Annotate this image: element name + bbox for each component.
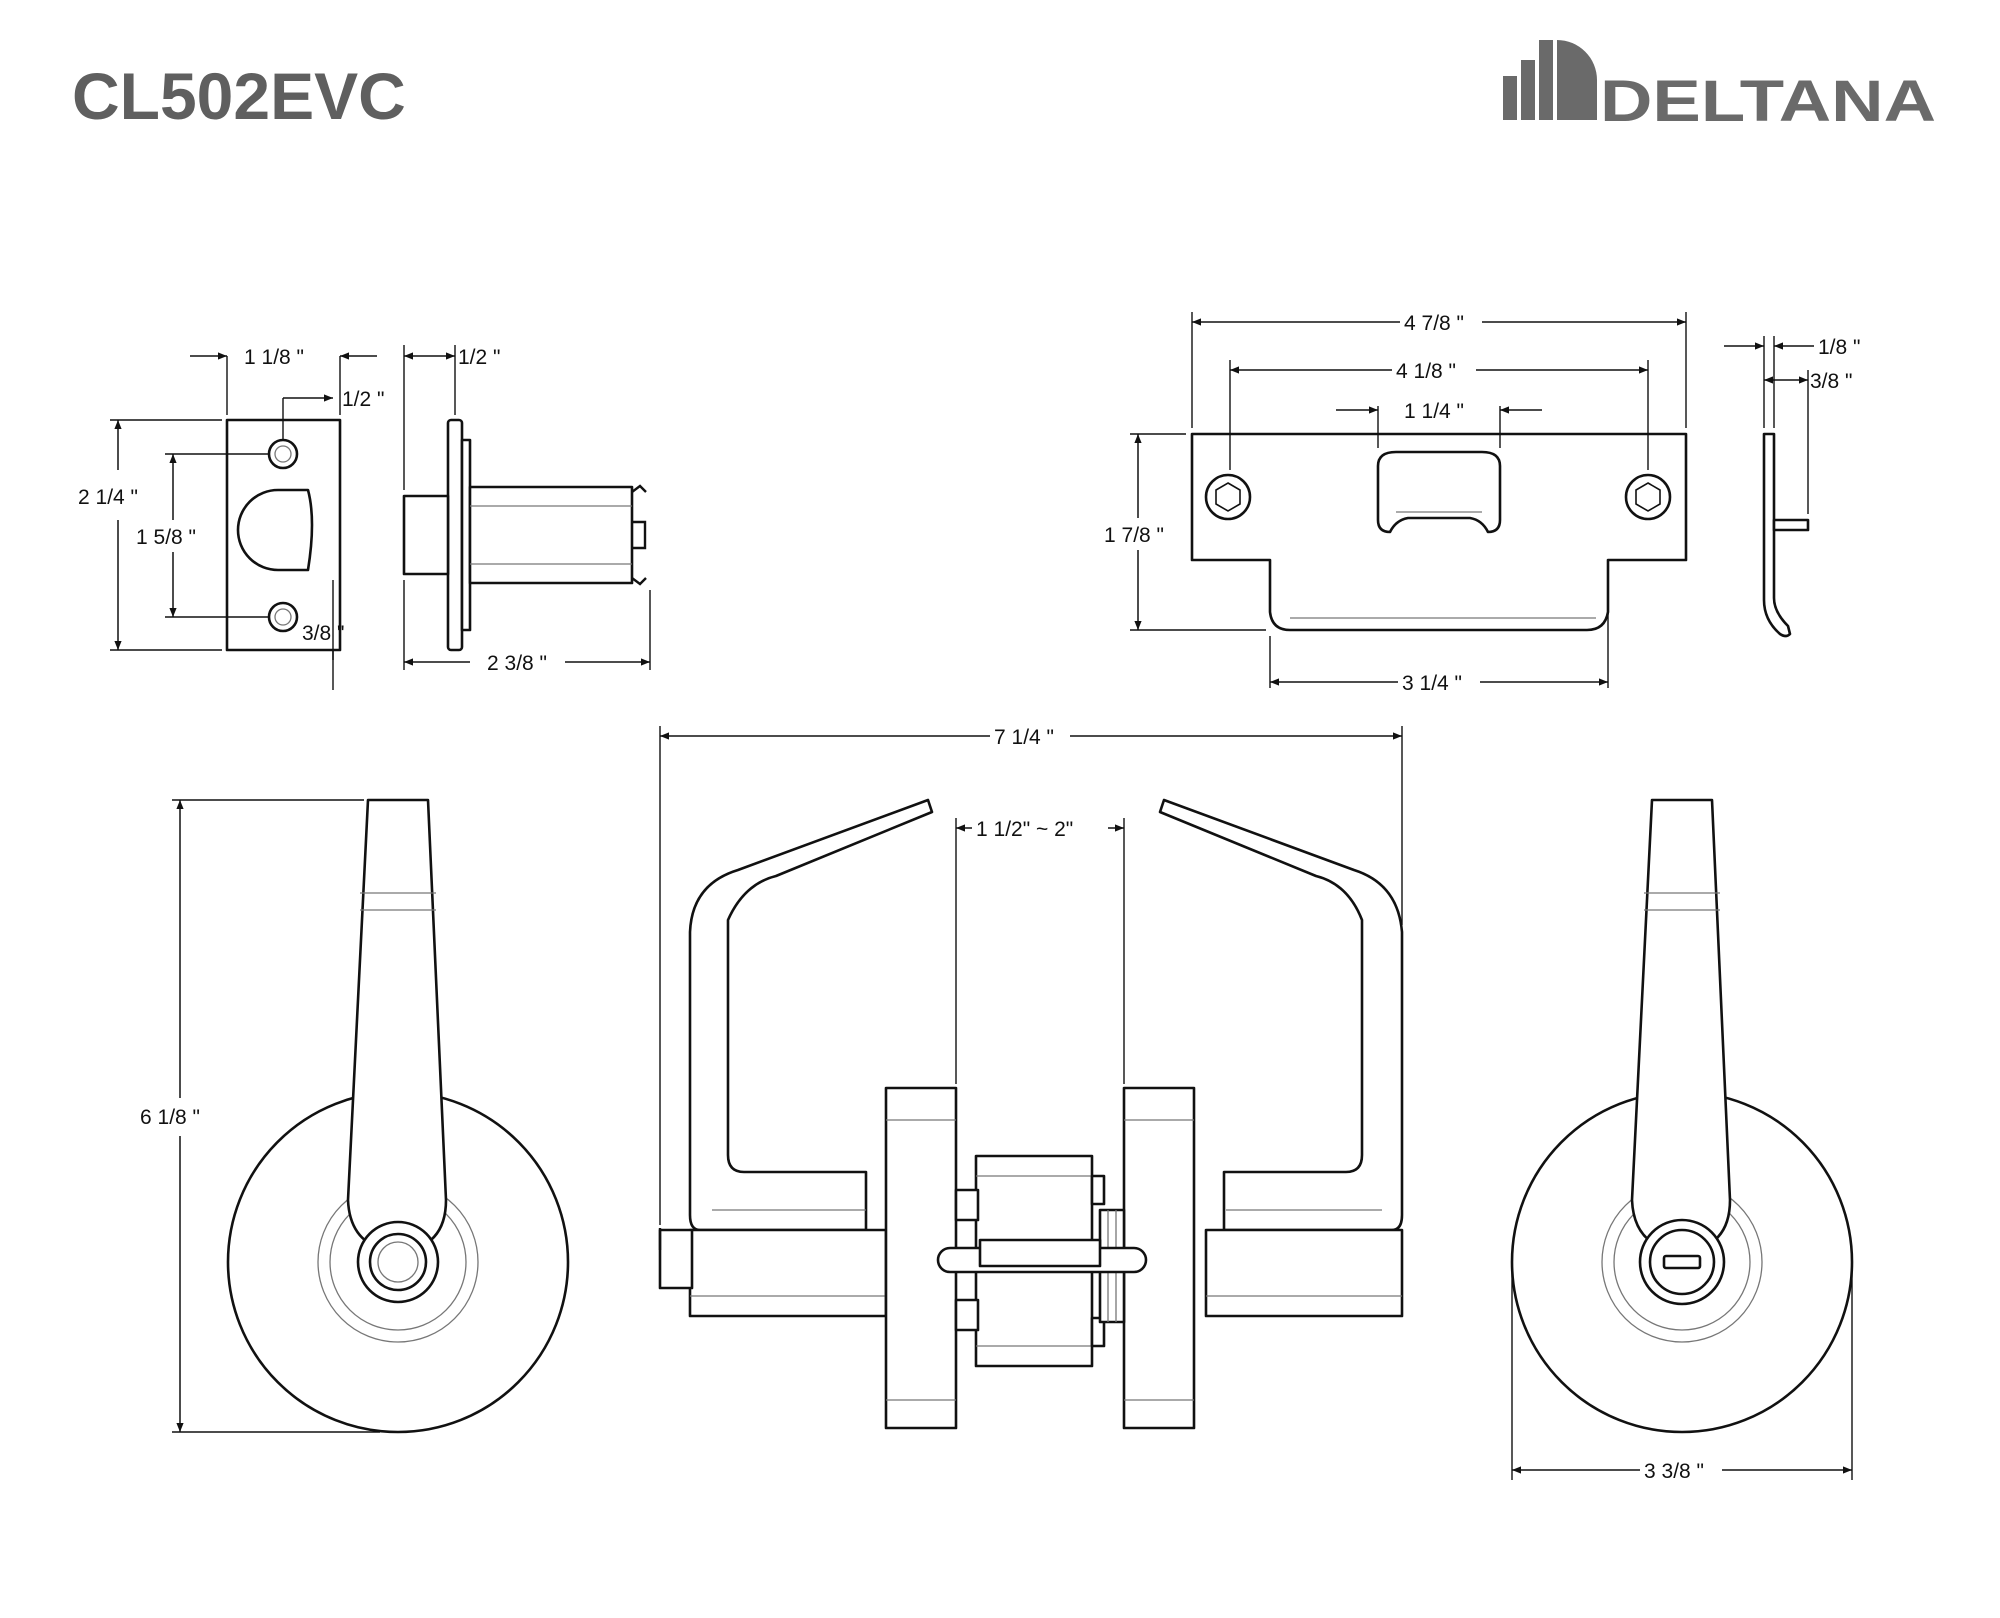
model-title: CL502EVC <box>72 59 406 133</box>
strike-side-view: 1/8 " 3/8 " <box>1724 336 1860 638</box>
dim-latch-length: 2 3/8 " <box>487 652 547 675</box>
lever-front-view-left: 6 1/8 " <box>140 798 570 1434</box>
dim-strike-hole-spacing: 4 1/8 " <box>1396 360 1456 383</box>
dim-lever-height: 6 1/8 " <box>140 1106 200 1129</box>
lever-side-view: 7 1/4 " 1 1/2" ~ 2" <box>658 726 1404 1430</box>
dim-door-thickness-range: 1 1/2" ~ 2" <box>976 818 1073 841</box>
dim-latch-height: 2 1/4 " <box>78 486 138 509</box>
lever-front-view-right: 3 3/8 " <box>1510 798 1854 1483</box>
dim-latch-hole-spacing: 1 5/8 " <box>136 526 196 549</box>
dim-strike-overall-width: 4 7/8 " <box>1404 312 1464 335</box>
deltana-logo: DELTANA <box>1503 40 1936 134</box>
dim-latch-edge-offset: 3/8 " <box>302 622 344 645</box>
dim-strike-opening: 1 1/4 " <box>1404 400 1464 423</box>
dim-strike-height: 1 7/8 " <box>1104 524 1164 547</box>
dim-strike-lip-depth: 3/8 " <box>1810 370 1852 393</box>
dim-rose-diameter: 3 3/8 " <box>1644 1460 1704 1483</box>
dim-lever-overall-width: 7 1/4 " <box>994 726 1054 749</box>
strike-plate-view: 4 7/8 " 4 1/8 " 1 1/4 " 1 7/8 " 3 1/4 " <box>1104 312 1688 695</box>
dim-strike-lip-width: 3 1/4 " <box>1402 672 1462 695</box>
dim-latch-flange: 1/2 " <box>458 346 500 369</box>
dim-latch-hole-offset: 1/2 " <box>342 388 384 411</box>
dim-latch-width: 1 1/8 " <box>244 346 304 369</box>
keyway-icon <box>1662 1254 1702 1270</box>
brand-wordmark: DELTANA <box>1600 69 1936 134</box>
latch-side-view: 1/2 " 2 3/8 " <box>402 345 651 675</box>
latch-faceplate-view: 1 1/8 " 1/2 " 2 1/4 " 1 5/8 " 3/8 " <box>78 346 384 690</box>
dim-strike-thickness: 1/8 " <box>1818 336 1860 359</box>
